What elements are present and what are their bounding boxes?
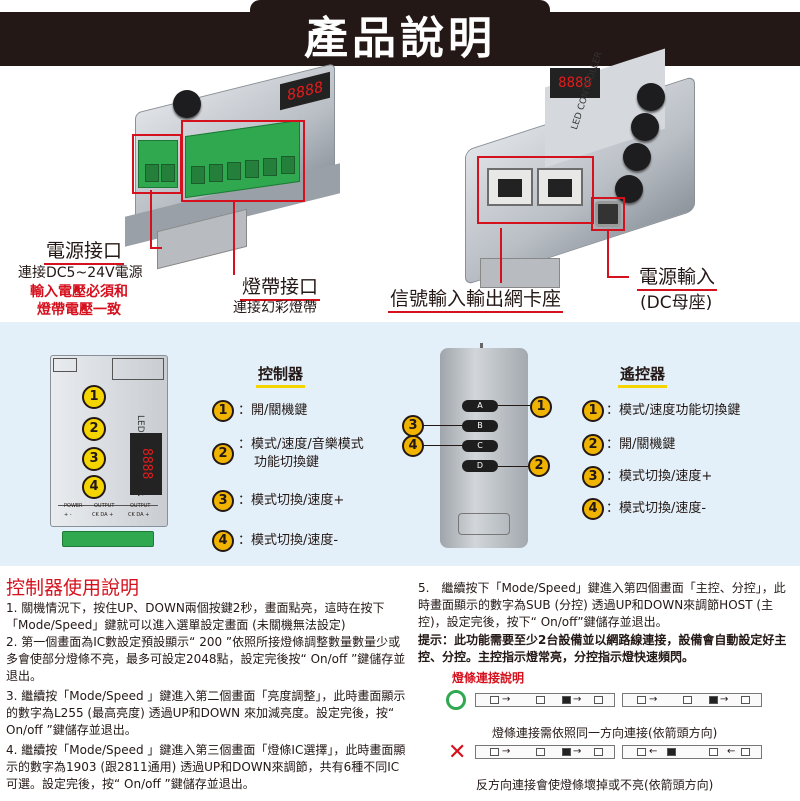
- remote-heading: 遙控器: [618, 363, 668, 388]
- rj45-port-out-icon: [537, 168, 583, 206]
- power-input-desc: (DC母座): [640, 293, 713, 313]
- usage-step-5: 5. 繼續按下「Mode/Speed」鍵進入第四個畫面「主控、分控」，此時畫面顯…: [418, 581, 786, 629]
- remote-button-b: B: [462, 420, 498, 432]
- remote-callout-2: 2: [528, 455, 550, 477]
- connect-title: 燈條連接說明: [452, 671, 525, 685]
- controller-terminal-icon: [62, 531, 154, 547]
- strip-ok-1: → →: [475, 693, 615, 707]
- controller-button-2: 2: [82, 417, 106, 441]
- strip-bad-2: ← ←: [622, 745, 762, 759]
- power-port-label: 電源接口: [44, 236, 125, 265]
- remote-button-a: A: [462, 400, 498, 412]
- power-button-icon: [173, 90, 201, 118]
- usage-step-4: 4. 繼續按「Mode/Speed 」鍵進入第三個畫面「燈條IC選擇」，此時畫面…: [6, 743, 406, 791]
- usage-heading: 控制器使用說明: [6, 577, 140, 599]
- controller-item-3-num: 3: [212, 490, 234, 512]
- remote-item-1-num: 1: [582, 400, 604, 422]
- remote-button-d: D: [462, 460, 498, 472]
- usage-tip: 提示：此功能需要至少2台設備並以網路線連接，設備會自動設定好主控、分控。主控指示…: [418, 633, 787, 664]
- rj45-port-in-icon: [487, 168, 533, 206]
- strip-port-label: 燈帶接口: [240, 272, 321, 301]
- controller-item-3: ：模式切換/速度+: [238, 493, 345, 508]
- bad-caption: 反方向連接會使燈條壞掉或不亮(依箭頭方向): [476, 778, 714, 792]
- remote-item-4: ：模式切換/速度-: [606, 501, 707, 516]
- power-warning-1: 輸入電壓必須和: [30, 284, 128, 300]
- strip-bad-1: → →: [475, 745, 615, 759]
- remote-item-1: ：模式/速度功能切換鍵: [606, 403, 741, 418]
- controller-photo-top: 8888: [125, 63, 340, 270]
- remote-item-3: ：模式切換/速度+: [606, 469, 713, 484]
- controller-item-2-line2: 功能切換鍵: [254, 455, 320, 470]
- controller-item-4: ：模式切換/速度-: [238, 533, 339, 548]
- dc-jack-icon: [595, 201, 621, 227]
- network-port-label: 信號輸入輸出網卡座: [388, 284, 564, 313]
- usage-step-2: 2. 第一個畫面為IC數設定預設顯示“ 200 ”依照所接燈條調整數量數量少或多…: [6, 635, 406, 683]
- controller-item-2: ：模式/速度/音樂模式: [238, 437, 364, 452]
- usage-step-3: 3. 繼續按「Mode/Speed 」鍵進入第二個畫面「亮度調整」，此時畫面顯示…: [6, 689, 406, 737]
- controller-heading: 控制器: [256, 363, 306, 388]
- remote-callout-4: 4: [402, 435, 424, 457]
- remote-item-2: ：開/關機鍵: [606, 437, 676, 452]
- ok-icon: [446, 690, 466, 710]
- controller-button-1: 1: [82, 385, 106, 409]
- controller-item-1: ：開/關機鍵: [238, 403, 308, 418]
- remote-image: A B C D: [440, 343, 532, 549]
- remote-callout-1: 1: [530, 396, 552, 418]
- controller-item-2-num: 2: [212, 443, 234, 465]
- controller-button-3: 3: [82, 447, 106, 471]
- controller-photo-side: 8888 LED CONTROLLER: [455, 48, 705, 288]
- controller-front-image: LED CONTROLLER 8888 1 2 3 4 POWER OUTPUT…: [50, 355, 168, 550]
- power-port-desc: 連接DC5~24V電源: [18, 265, 143, 281]
- remote-button-c: C: [462, 440, 498, 452]
- usage-step-1: 1. 關機情況下，按住UP、DOWN兩個按鍵2秒，畫面點亮，這時在按下「Mode…: [6, 601, 385, 632]
- title-bar: 產品說明: [0, 0, 800, 66]
- controller-button-4: 4: [82, 475, 106, 499]
- strip-port-desc: 連接幻彩燈帶: [233, 300, 317, 316]
- controller-display: 8888: [130, 433, 162, 495]
- remote-item-4-num: 4: [582, 498, 604, 520]
- controller-item-4-num: 4: [212, 530, 234, 552]
- remote-callout-3: 3: [402, 415, 424, 437]
- controller-item-1-num: 1: [212, 400, 234, 422]
- page-title: 產品說明: [304, 13, 496, 64]
- wrong-icon: ✕: [448, 740, 467, 765]
- power-input-label: 電源輸入: [637, 262, 718, 291]
- remote-item-2-num: 2: [582, 434, 604, 456]
- remote-item-3-num: 3: [582, 466, 604, 488]
- ok-caption: 燈條連接需依照同一方向連接(依箭頭方向): [492, 726, 718, 740]
- power-warning-2: 燈帶電壓一致: [37, 302, 121, 318]
- strip-ok-2: → →: [622, 693, 762, 707]
